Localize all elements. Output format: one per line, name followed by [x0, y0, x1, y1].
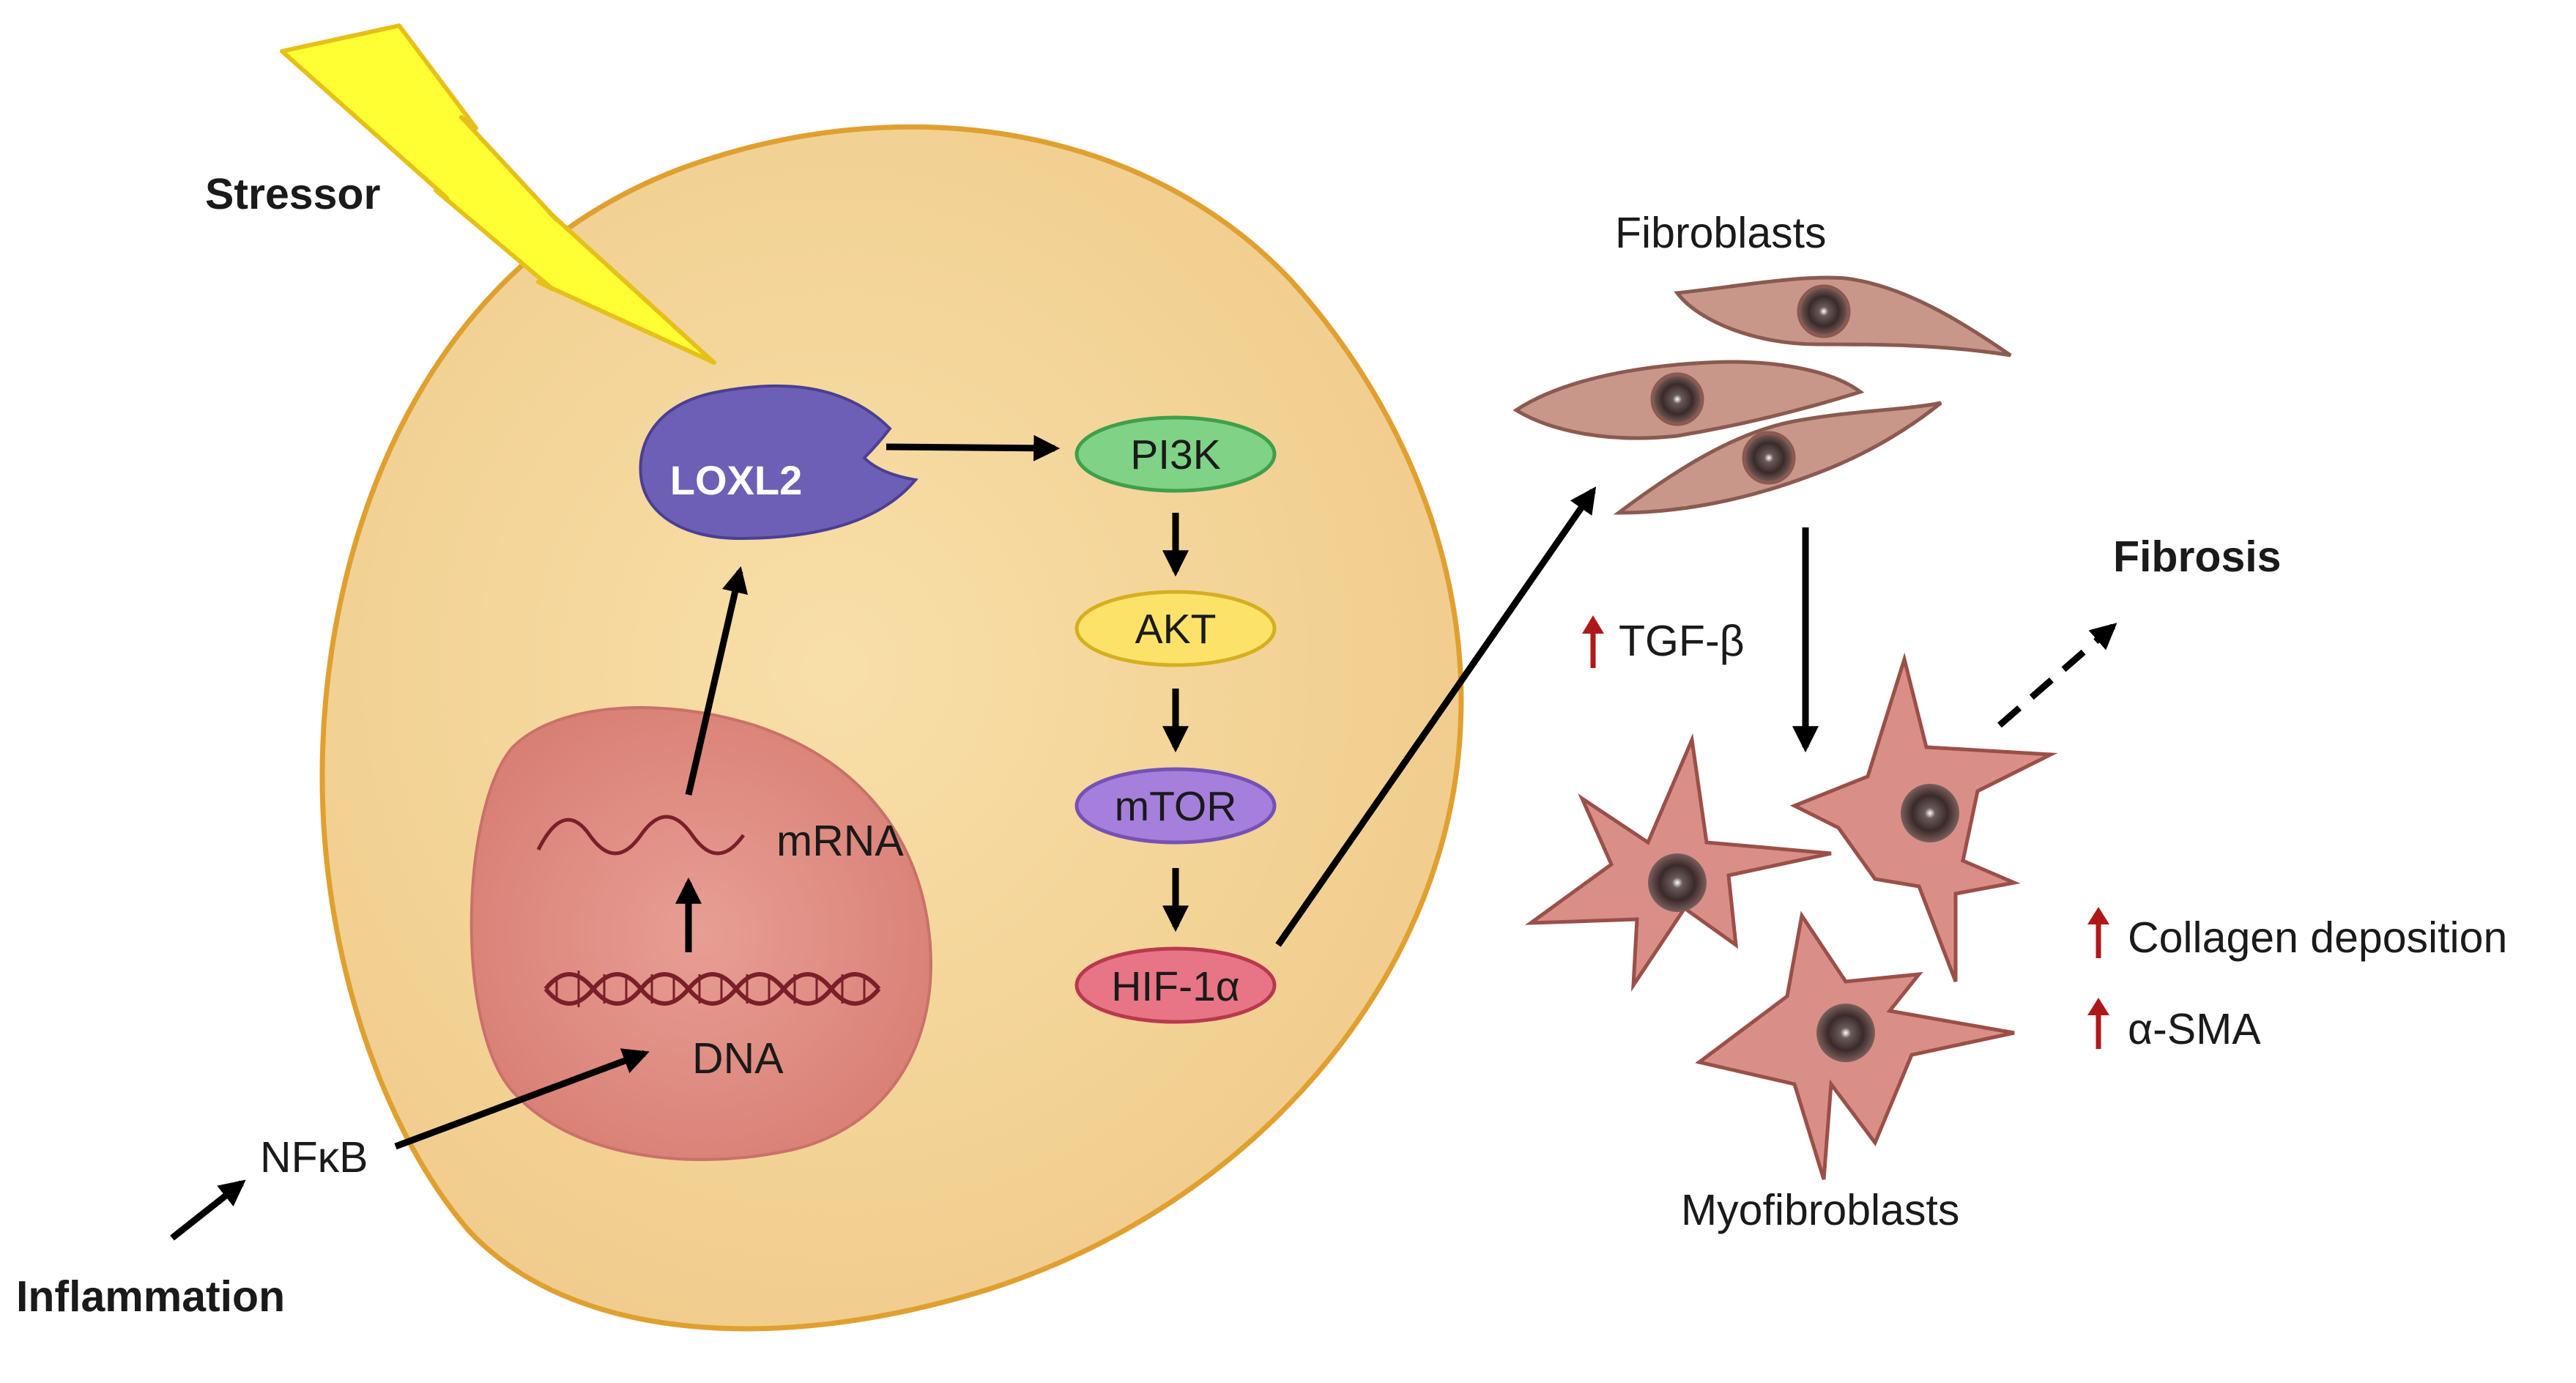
- arrow-mrna-to-loxl2: [685, 566, 749, 796]
- arrow-to-fibrosis: [1997, 623, 2117, 728]
- stressor-label: Stressor: [205, 170, 380, 218]
- mrna-strand: [536, 815, 746, 856]
- myofibroblast-cluster: [1524, 652, 2058, 1180]
- dna-helix: [543, 971, 881, 1007]
- hif-node: HIF-1α: [1074, 946, 1277, 1024]
- nfkb-label: NFκB: [260, 1133, 368, 1182]
- myofibroblast-nucleus: [1648, 853, 1707, 912]
- mtor-label: mTOR: [1115, 783, 1237, 830]
- akt-label: AKT: [1135, 606, 1217, 653]
- fibroblasts-label: Fibroblasts: [1615, 209, 1827, 257]
- stressor-lightning-icon: [280, 23, 716, 365]
- collagen-label: Collagen deposition: [2128, 913, 2507, 962]
- loxl2-enzyme: [639, 384, 918, 541]
- nucleus: [469, 706, 932, 1162]
- dna-label: DNA: [692, 1034, 784, 1083]
- fibroblast-nucleus: [1797, 284, 1851, 338]
- collagen-increase-arrow-icon: [2087, 907, 2109, 958]
- fibroblast-nucleus: [1650, 372, 1704, 426]
- asma-increase-arrow-icon: [2087, 998, 2109, 1049]
- asma-label: α-SMA: [2128, 1005, 2261, 1053]
- arrow-nfkb-to-dna: [394, 1048, 650, 1150]
- arrow-loxl2-to-pi3k: [886, 434, 1061, 461]
- hif-label: HIF-1α: [1111, 963, 1239, 1010]
- loxl2-label: LOXL2: [670, 457, 802, 503]
- arrow-hif-to-fibroblasts: [1275, 486, 1597, 947]
- mrna-label: mRNA: [776, 817, 904, 865]
- myofibroblasts-label: Myofibroblasts: [1681, 1186, 1959, 1234]
- fibrosis-label: Fibrosis: [2113, 533, 2282, 581]
- inflammation-label: Inflammation: [16, 1272, 285, 1321]
- fibroblast-cluster: [1512, 275, 2012, 515]
- myofibroblast-nucleus: [1816, 1004, 1875, 1062]
- pi3k-label: PI3K: [1130, 431, 1221, 478]
- akt-node: AKT: [1074, 590, 1277, 667]
- arrow-inflammation-to-nfkb: [170, 1179, 246, 1241]
- myofibroblast-nucleus: [1901, 784, 1959, 842]
- tgf-label: TGF-β: [1619, 617, 1745, 665]
- fibroblast-nucleus: [1742, 431, 1796, 485]
- pi3k-node: PI3K: [1074, 415, 1277, 493]
- cell-body: [319, 124, 1464, 1332]
- tgf-increase-arrow-icon: [1582, 615, 1604, 668]
- mtor-node: mTOR: [1074, 767, 1277, 845]
